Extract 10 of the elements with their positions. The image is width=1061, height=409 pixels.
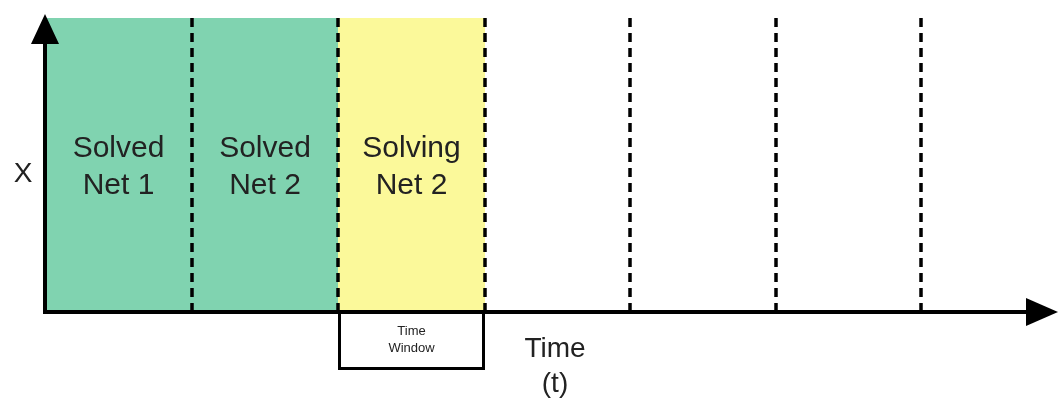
axis-label: X — [12, 156, 34, 190]
axis-label: Time (t) — [523, 331, 587, 400]
band-label: Solved Net 1 — [71, 128, 166, 202]
time-window-box — [338, 312, 485, 370]
band-label: Solved Net 2 — [218, 128, 312, 202]
band-label: Solving Net 2 — [361, 128, 462, 202]
time-band — [45, 18, 192, 312]
time-band — [338, 18, 485, 312]
time-band — [192, 18, 338, 312]
box-label: Time Window — [387, 323, 436, 356]
